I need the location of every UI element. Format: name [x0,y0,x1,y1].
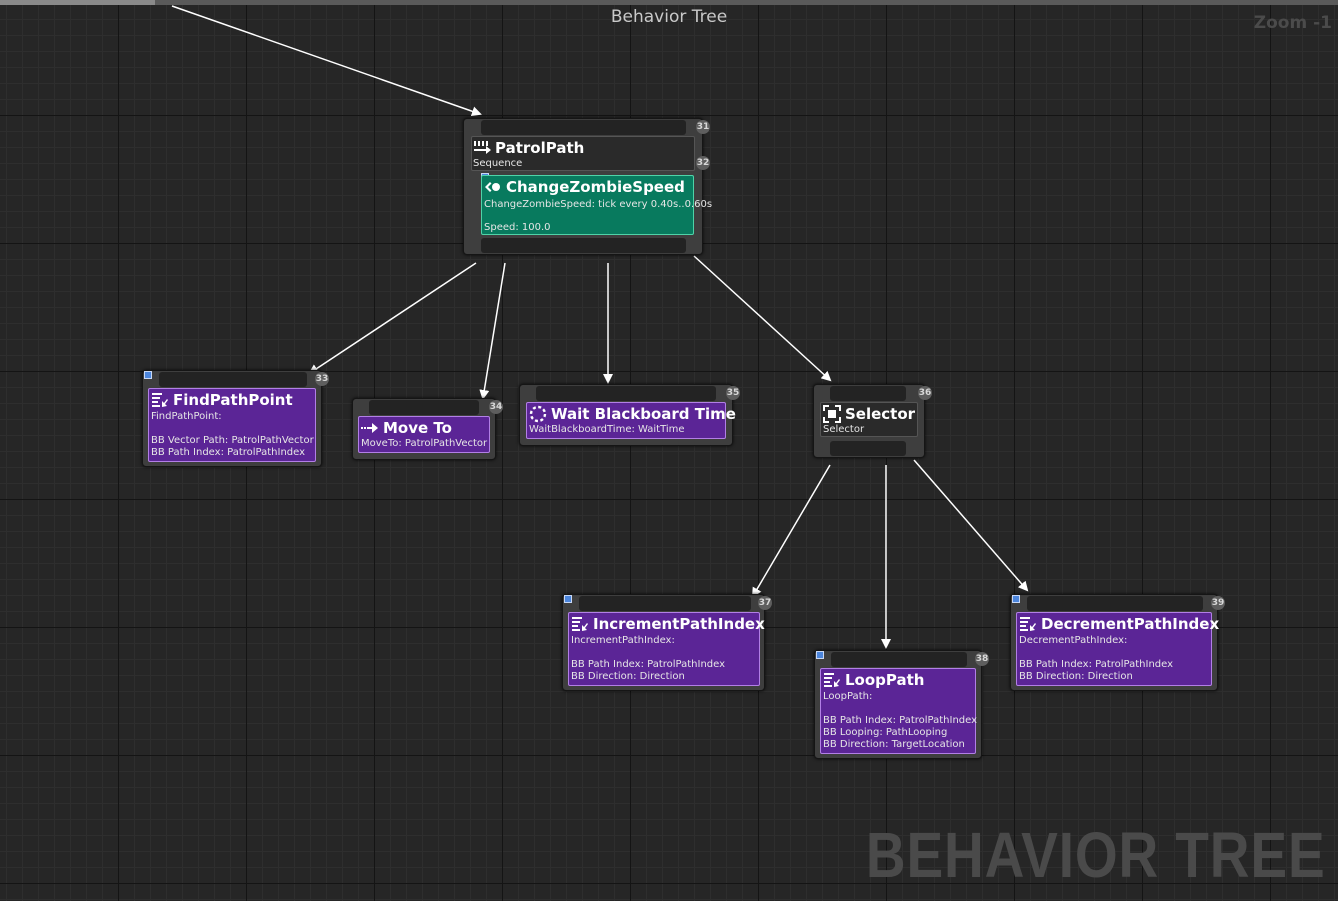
execution-order-badge: 38 [975,652,989,666]
task-line: BB Looping: PathLooping [823,727,948,738]
task-box: IncrementPathIndex IncrementPathIndex: B… [568,612,765,686]
zoom-level: Zoom -1 [1253,13,1332,33]
input-pin[interactable] [1027,596,1203,611]
node-title: Move To [383,419,452,437]
graph-title: Behavior Tree [610,7,728,27]
increment-path-index-node[interactable]: 37 IncrementPathIndex IncrementPathIndex… [562,594,772,691]
task-line: BB Direction: Direction [571,671,685,682]
node-title: Selector [845,405,916,423]
execution-order-badge: 39 [1211,596,1225,610]
task-line: WaitBlackboardTime: WaitTime [529,424,685,435]
task-line: FindPathPoint: [151,411,222,422]
task-line: BB Direction: Direction [1019,671,1133,682]
task-box: Wait Blackboard Time WaitBlackboardTime:… [526,402,736,439]
node-title: FindPathPoint [173,391,293,409]
node-title: Wait Blackboard Time [551,405,736,423]
task-icon [151,391,169,409]
node-subtitle: Sequence [473,158,523,169]
task-icon [1019,615,1037,633]
service-order-badge: 32 [696,156,710,170]
edge-patrol-move [479,262,506,400]
composite-box: PatrolPath Sequence [471,136,695,171]
edge-selector-inc [751,464,831,598]
task-line: BB Path Index: PatrolPathIndex [151,447,306,458]
selector-node[interactable]: 36 Selector Selector [813,384,932,458]
input-pin[interactable] [159,372,307,387]
node-subtitle: Selector [823,424,865,435]
task-line: BB Path Index: PatrolPathIndex [571,659,726,670]
breakpoint-marker [816,651,824,659]
find-path-point-node[interactable]: 33 FindPathPoint FindPathPoint: BB Vecto… [142,370,329,467]
execution-order-badge: 33 [315,372,329,386]
task-line: DecrementPathIndex: [1019,635,1128,646]
edge-patrol-selector [693,255,832,382]
input-pin[interactable] [831,652,967,667]
execution-order-badge: 36 [918,386,932,400]
task-box: Move To MoveTo: PatrolPathVector [358,416,490,453]
task-line: BB Path Index: PatrolPathIndex [823,715,978,726]
move-to-icon [361,419,379,437]
sequence-icon [473,139,491,157]
task-icon [823,671,841,689]
edge-selector-dec [913,459,1029,592]
execution-order-badge: 34 [489,400,503,414]
service-title: ChangeZombieSpeed [506,178,685,196]
loop-path-node[interactable]: 38 LoopPath LoopPath: BB Path Index: Pat… [814,650,989,759]
input-pin[interactable] [579,596,751,611]
edge-patrol-find [308,262,477,375]
execution-order-badge: 37 [758,596,772,610]
service-tick: ChangeZombieSpeed: tick every 0.40s..0.6… [484,199,713,210]
change-zombie-speed-service[interactable]: ChangeZombieSpeed ChangeZombieSpeed: tic… [481,175,712,235]
patrol-path-node[interactable]: 31 PatrolPath Sequence 32 ChangeZombieSp… [463,118,712,255]
move-to-node[interactable]: 34 Move To MoveTo: PatrolPathVector [352,398,503,460]
service-speed: Speed: 100.0 [484,222,551,233]
wait-blackboard-time-node[interactable]: 35 Wait Blackboard Time WaitBlackboardTi… [519,384,740,446]
task-box: LoopPath LoopPath: BB Path Index: Patrol… [820,668,978,754]
selector-output-pin[interactable] [830,441,906,456]
edge-root-patrol [171,5,482,117]
task-line: BB Path Index: PatrolPathIndex [1019,659,1174,670]
task-icon [571,615,589,633]
service-icon [484,178,502,196]
task-line: BB Vector Path: PatrolPathVector [151,435,314,446]
node-title: DecrementPathIndex [1041,615,1220,633]
breakpoint-marker [144,371,152,379]
task-line: IncrementPathIndex: [571,635,675,646]
composite-box: Selector Selector [820,402,918,437]
tab-strip [0,0,1338,5]
graph-watermark: BEHAVIOR TREE [866,819,1326,891]
node-title: PatrolPath [495,139,585,157]
wait-icon [529,405,547,423]
node-title: LoopPath [845,671,925,689]
active-tab[interactable] [0,0,155,5]
task-line: LoopPath: [823,691,873,702]
execution-order-badge: 35 [726,386,740,400]
input-pin[interactable] [369,400,479,415]
task-box: FindPathPoint FindPathPoint: BB Vector P… [148,388,316,462]
decrement-path-index-node[interactable]: 39 DecrementPathIndex DecrementPathIndex… [1010,594,1225,691]
execution-order-badge: 31 [696,120,710,134]
patrol-output-pin[interactable] [481,238,686,253]
breakpoint-marker [1012,595,1020,603]
task-box: DecrementPathIndex DecrementPathIndex: B… [1016,612,1219,686]
selector-input-pin[interactable] [830,386,906,401]
selector-icon [823,405,841,423]
node-title: IncrementPathIndex [593,615,765,633]
breakpoint-marker [564,595,572,603]
patrol-input-pin[interactable] [481,120,686,135]
input-pin[interactable] [536,386,716,401]
task-line: BB Direction: TargetLocation [823,739,965,750]
task-line: MoveTo: PatrolPathVector [361,438,488,449]
